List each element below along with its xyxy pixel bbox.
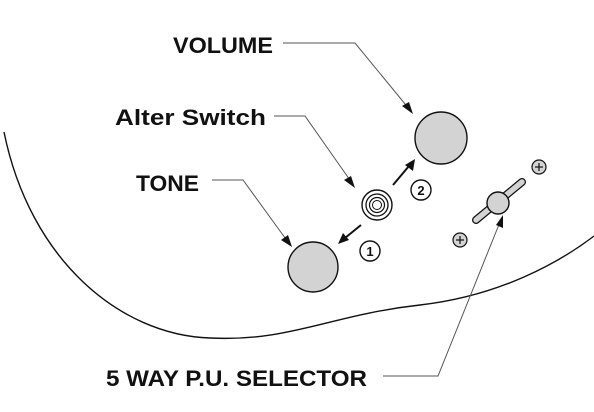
selector-mount-screw-top xyxy=(531,159,547,175)
volume-knob xyxy=(414,111,468,165)
selector-leader-arrowhead xyxy=(496,215,503,228)
position-1-marker xyxy=(359,240,381,262)
alter-switch-leader-arrowhead xyxy=(344,176,355,188)
tone-label: TONE xyxy=(136,171,199,196)
position-2-arrow xyxy=(392,165,410,186)
selector-mount-screw-bottom xyxy=(452,232,468,248)
position-2-marker xyxy=(410,179,432,201)
alter-switch xyxy=(361,189,393,221)
tone-leader-line xyxy=(212,179,289,243)
selector-label: 5 WAY P.U. SELECTOR xyxy=(106,366,367,391)
volume-leader-line xyxy=(283,42,411,111)
position-1-arrowhead xyxy=(338,233,349,244)
volume-label: VOLUME xyxy=(173,33,273,58)
alter-switch-label: Alter Switch xyxy=(115,105,266,130)
position-2-number: 2 xyxy=(417,183,424,198)
guitar-body-outline xyxy=(3,131,594,340)
alter-switch-leader-line xyxy=(274,115,353,184)
tone-leader-arrowhead xyxy=(281,235,292,247)
tone-knob xyxy=(287,241,339,293)
selector-leader-line xyxy=(383,221,501,377)
pickup-selector-switch xyxy=(472,178,526,224)
position-1-arrow xyxy=(344,224,362,239)
position-1-number: 1 xyxy=(366,244,373,259)
volume-leader-arrowhead xyxy=(402,102,413,114)
position-2-arrowhead xyxy=(405,159,415,171)
